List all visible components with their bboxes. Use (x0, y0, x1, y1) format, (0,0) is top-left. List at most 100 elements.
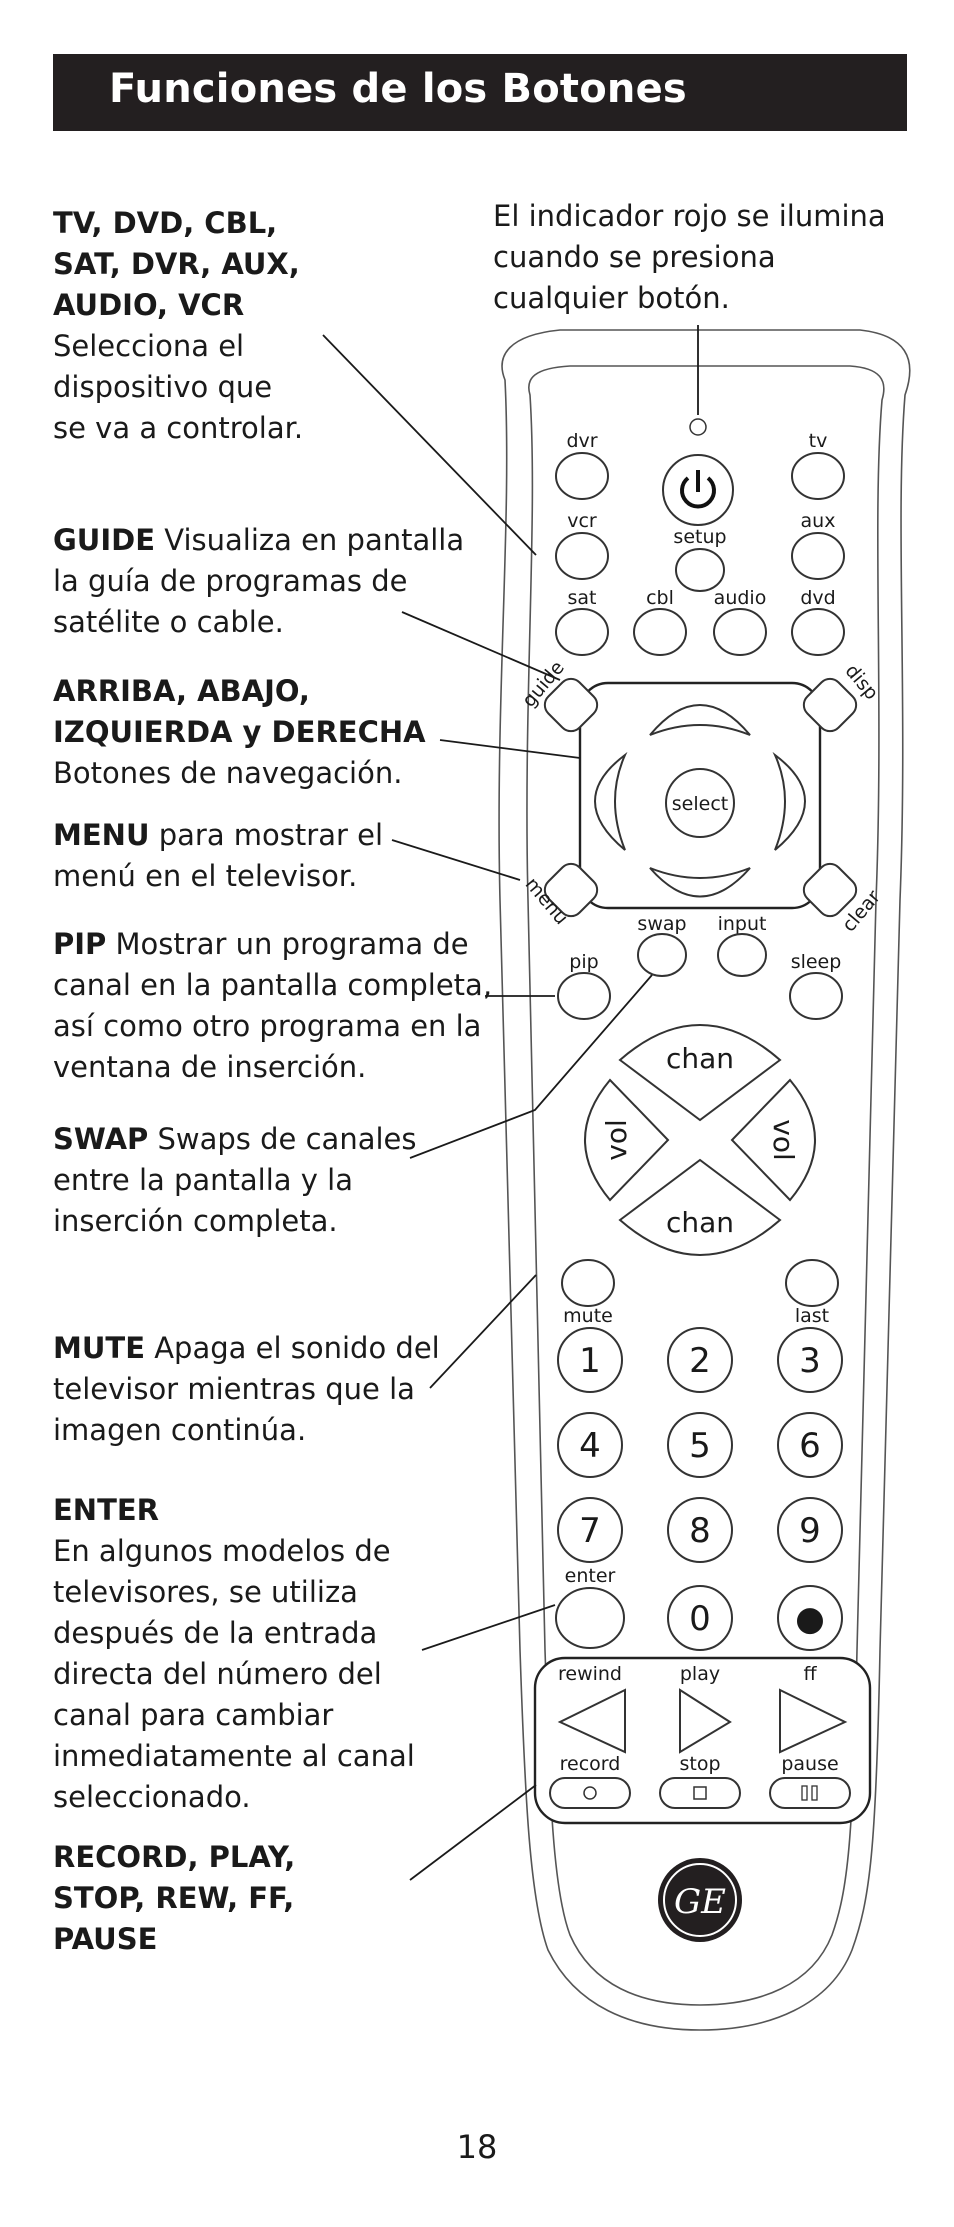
callout-transport (409, 1784, 537, 1881)
swap-label: swap (637, 913, 686, 935)
digit-label: 8 (689, 1511, 711, 1551)
ff-button[interactable] (779, 1688, 848, 1754)
enter-label: enter (565, 1565, 616, 1587)
number-pad: 1 2 3 4 5 6 7 8 9 enter 0 ● (555, 1327, 843, 1651)
cbl-button[interactable] (633, 608, 687, 656)
nav-up-button[interactable] (649, 704, 751, 736)
nav-down-button[interactable] (649, 867, 751, 898)
stop-button[interactable] (659, 1777, 741, 1809)
stop-icon (693, 1786, 707, 1800)
desc-title: MENU (53, 818, 150, 852)
select-button[interactable] (665, 768, 735, 838)
play-button[interactable] (679, 1688, 732, 1754)
nav-right-button[interactable] (772, 751, 806, 851)
vol-right-button[interactable] (730, 1078, 816, 1202)
ff-label: ff (803, 1663, 817, 1685)
guide-button[interactable] (540, 674, 602, 736)
input-button[interactable] (717, 933, 767, 977)
ge-logo-icon: GE (658, 1858, 742, 1942)
pip-label: pip (569, 951, 598, 973)
chan-down-button[interactable] (618, 1158, 782, 1256)
svg-text:GE: GE (674, 1882, 726, 1922)
mute-label: mute (563, 1305, 613, 1327)
callout-swap (409, 974, 653, 1159)
dot-button[interactable] (777, 1585, 843, 1651)
chan-up-button[interactable] (618, 1024, 782, 1122)
digit-button[interactable] (557, 1412, 623, 1478)
power-icon (680, 470, 716, 509)
digit-button[interactable] (557, 1497, 623, 1563)
audio-label: audio (714, 587, 767, 609)
vcr-button[interactable] (555, 532, 609, 580)
desc-text: En algunos modelos de televisores, se ut… (53, 1534, 415, 1814)
digit-button[interactable] (777, 1497, 843, 1563)
desc-title: GUIDE (53, 523, 156, 557)
page-title: Funciones de los Botones (109, 66, 687, 112)
dot-label: ● (795, 1599, 825, 1639)
callout-guide (401, 611, 561, 681)
desc-text: Swaps de canales entre la pantalla y la … (53, 1122, 417, 1238)
cbl-label: cbl (646, 587, 674, 609)
sleep-button[interactable] (789, 972, 843, 1020)
digit-button[interactable] (557, 1327, 623, 1393)
aux-button[interactable] (791, 532, 845, 580)
digit-button[interactable] (667, 1327, 733, 1393)
disp-button[interactable] (799, 674, 861, 736)
enter-button[interactable] (555, 1587, 625, 1649)
desc-text: para mostrar el menú en el televisor. (53, 818, 384, 893)
rewind-label: rewind (558, 1663, 622, 1685)
desc-navigation: ARRIBA, ABAJO, IZQUIERDA y DERECHA Boton… (53, 671, 483, 794)
sat-button[interactable] (555, 608, 609, 656)
select-label: select (672, 793, 728, 815)
callout-enter (421, 1604, 556, 1651)
digit-button[interactable] (667, 1497, 733, 1563)
vcr-label: vcr (567, 510, 597, 532)
dvr-button[interactable] (555, 452, 609, 500)
record-button[interactable] (549, 1777, 631, 1809)
record-label: record (560, 1753, 621, 1775)
nav-left-button[interactable] (594, 751, 628, 851)
vol-right-label: vol (767, 1119, 800, 1160)
digit-button[interactable] (667, 1585, 733, 1651)
dvd-button[interactable] (791, 608, 845, 656)
tv-button[interactable] (791, 452, 845, 500)
vol-left-button[interactable] (584, 1078, 670, 1202)
chan-up-label: chan (666, 1042, 734, 1075)
play-label: play (680, 1663, 720, 1685)
desc-enter: ENTER En algunos modelos de televisores,… (53, 1490, 418, 1818)
callout-menu (391, 839, 521, 881)
indicator-light (689, 418, 707, 436)
desc-title: TV, DVD, CBL, SAT, DVR, AUX, AUDIO, VCR (53, 206, 300, 322)
header-bar: Funciones de los Botones (53, 54, 907, 131)
desc-mute: MUTE Apaga el sonido del televisor mient… (53, 1328, 443, 1451)
desc-swap: SWAP Swaps de canales entre la pantalla … (53, 1119, 423, 1242)
mute-button[interactable] (561, 1259, 615, 1307)
digit-button[interactable] (667, 1412, 733, 1478)
dvr-label: dvr (566, 430, 597, 452)
pip-button[interactable] (557, 972, 611, 1020)
pause-button[interactable] (769, 1777, 851, 1809)
clear-button[interactable] (799, 859, 861, 921)
digit-label: 2 (689, 1341, 711, 1381)
pause-icon (801, 1785, 818, 1801)
digit-label: 5 (689, 1426, 711, 1466)
last-button[interactable] (785, 1259, 839, 1307)
menu-button[interactable] (540, 859, 602, 921)
desc-guide: GUIDE Visualiza en pantalla la guía de p… (53, 520, 473, 643)
digit-button[interactable] (777, 1327, 843, 1393)
setup-button[interactable] (675, 548, 725, 592)
dvd-label: dvd (800, 587, 835, 609)
digit-label: 9 (799, 1511, 821, 1551)
audio-button[interactable] (713, 608, 767, 656)
chan-down-label: chan (666, 1206, 734, 1239)
swap-button[interactable] (637, 933, 687, 977)
digit-label: 6 (799, 1426, 821, 1466)
desc-device-buttons: TV, DVD, CBL, SAT, DVR, AUX, AUDIO, VCR … (53, 203, 313, 449)
desc-title: SWAP (53, 1122, 149, 1156)
digit-label: 4 (579, 1426, 601, 1466)
digit-button[interactable] (777, 1412, 843, 1478)
rewind-button[interactable] (557, 1688, 626, 1754)
desc-transport: RECORD, PLAY, STOP, REW, FF, PAUSE (53, 1837, 383, 1960)
aux-label: aux (801, 510, 836, 532)
